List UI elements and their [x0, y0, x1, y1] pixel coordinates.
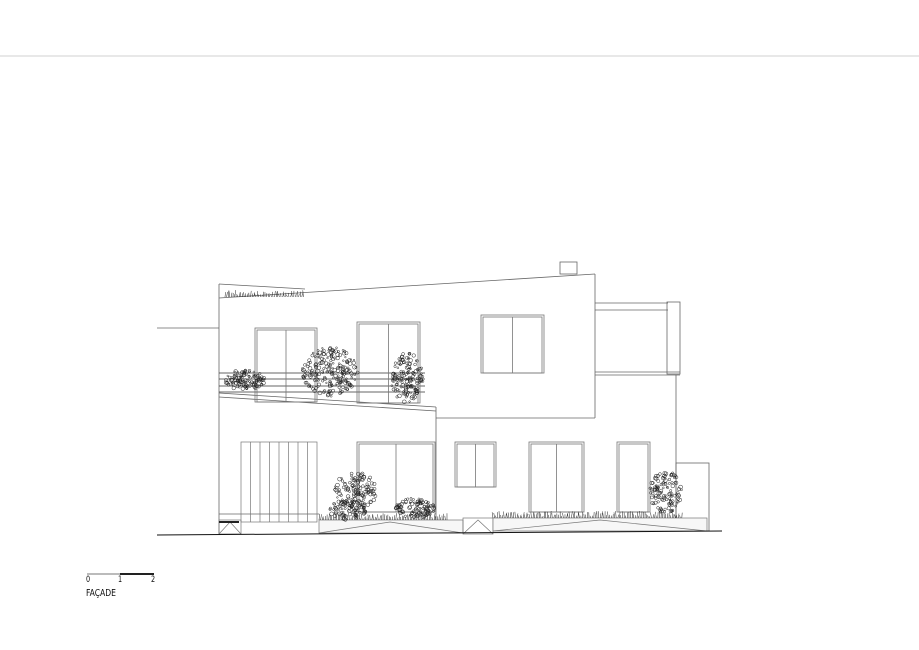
- scale-bar: [87, 573, 154, 575]
- shrub: [648, 471, 683, 514]
- shrub: [223, 368, 266, 391]
- ground-line: [156, 530, 723, 536]
- shrub: [333, 471, 378, 510]
- window: [454, 441, 497, 488]
- window: [356, 441, 436, 513]
- scale-label-1: 1: [118, 575, 123, 585]
- window: [616, 441, 651, 513]
- shrub: [390, 351, 425, 405]
- window: [528, 441, 585, 513]
- hedge: [224, 290, 304, 298]
- building-outline: [157, 261, 710, 534]
- shrub: [328, 499, 368, 522]
- scale-label-2: 2: [151, 575, 156, 585]
- drawing-title: FAÇADE: [86, 588, 117, 599]
- window: [356, 321, 421, 404]
- scale-label-0: 0: [86, 575, 91, 585]
- garage-door: [240, 441, 318, 523]
- shrub: [301, 346, 360, 398]
- chimney: [559, 261, 578, 275]
- hedge: [491, 510, 683, 519]
- window: [254, 327, 318, 403]
- planters: [218, 517, 708, 535]
- hedge: [318, 513, 448, 521]
- shrub: [393, 497, 436, 519]
- windows: [254, 314, 651, 513]
- window: [480, 314, 545, 374]
- plants: [223, 290, 683, 522]
